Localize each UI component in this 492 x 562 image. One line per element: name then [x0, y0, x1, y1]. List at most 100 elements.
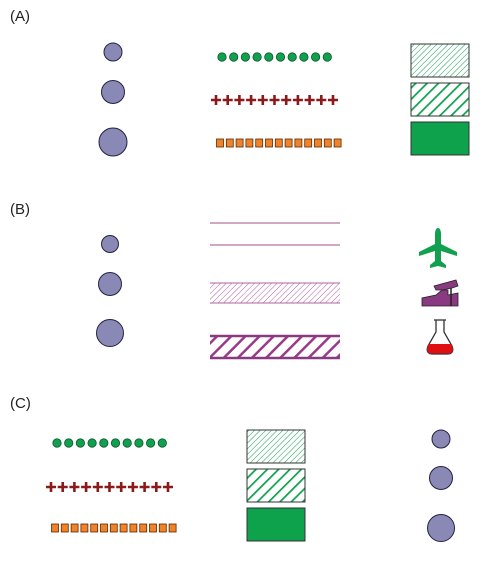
- orange-square-marker: [216, 138, 224, 148]
- green-dot-marker: [134, 438, 144, 448]
- circle-small: [101, 235, 119, 253]
- green-dot-marker: [110, 438, 121, 448]
- orange-square-marker: [90, 523, 99, 533]
- circle-medium: [429, 466, 453, 490]
- orange-square-marker: [284, 138, 293, 148]
- orange-square-marker: [119, 523, 128, 533]
- green-dot-marker: [122, 438, 132, 448]
- orange-square-marker: [139, 523, 148, 533]
- red-cross-marker: [281, 95, 292, 105]
- circle-large: [427, 514, 455, 542]
- orange-square-marker: [245, 138, 254, 148]
- orange-square-marker: [70, 523, 79, 533]
- section-b: [96, 222, 459, 360]
- orange-square-marker: [265, 138, 273, 148]
- orange-square-marker: [168, 523, 177, 533]
- green-dot-marker: [99, 438, 109, 448]
- red-cross-marker: [46, 482, 56, 492]
- flask-icon: [426, 319, 454, 355]
- red-cross-marker: [69, 482, 80, 492]
- green-dot-marker: [229, 52, 239, 62]
- red-cross-marker: [211, 95, 221, 105]
- green-dot-marker: [310, 52, 321, 62]
- red-cross-marker: [81, 482, 92, 492]
- green-dot-marker: [299, 52, 309, 62]
- green-dot-marker: [87, 438, 97, 448]
- aircraft-platform-icon: [421, 279, 459, 307]
- green-dot-marker: [64, 438, 74, 448]
- orange-square-marker: [333, 138, 342, 148]
- airplane-icon: [419, 228, 457, 268]
- orange-square-marker: [314, 138, 322, 148]
- red-cross-marker: [57, 482, 68, 492]
- section-label-c: (C): [10, 395, 31, 412]
- red-cross-marker: [246, 95, 257, 105]
- red-cross-marker: [139, 482, 150, 492]
- green-dot-marker: [146, 438, 156, 448]
- green-dot-marker: [75, 438, 86, 448]
- red-cross-marker: [328, 95, 338, 105]
- orange-square-marker: [80, 523, 89, 533]
- red-cross-marker: [316, 95, 327, 105]
- green-dot-marker: [322, 52, 332, 62]
- green-thick-hatch-swatch: [410, 82, 470, 117]
- red-cross-row: [46, 482, 173, 492]
- circle-medium: [101, 80, 125, 104]
- orange-square-marker: [255, 138, 264, 148]
- green-dot-marker: [275, 52, 286, 62]
- section-label-a: (A): [10, 8, 30, 25]
- orange-square-marker: [274, 138, 283, 148]
- red-cross-marker: [116, 482, 127, 492]
- red-cross-marker: [127, 482, 138, 492]
- section-label-b: (B): [10, 201, 30, 218]
- green-dot-marker: [287, 52, 297, 62]
- orange-square-marker: [235, 138, 244, 148]
- purple-thick-hatch-band: [210, 334, 340, 360]
- orange-square-marker: [60, 523, 69, 533]
- red-cross-marker: [151, 482, 162, 492]
- green-dot-marker: [240, 52, 250, 62]
- orange-square-marker: [294, 138, 303, 148]
- red-cross-marker: [257, 95, 268, 105]
- orange-square-marker: [149, 523, 157, 533]
- orange-square-row: [216, 138, 342, 148]
- green-solid-swatch: [410, 121, 470, 156]
- circle-large: [96, 319, 124, 347]
- orange-square-marker: [304, 138, 313, 148]
- circle-large: [98, 127, 128, 157]
- orange-square-marker: [109, 523, 118, 533]
- red-cross-marker: [304, 95, 315, 105]
- green-dot-row: [217, 52, 332, 62]
- orange-square-row: [51, 523, 177, 533]
- circle-medium: [98, 272, 122, 296]
- circle-small: [431, 429, 451, 449]
- purple-thin-hatch-band: [210, 282, 340, 304]
- orange-square-marker: [323, 138, 332, 148]
- green-thin-hatch-swatch: [410, 43, 470, 78]
- red-cross-row: [211, 95, 338, 105]
- green-dot-marker: [157, 438, 167, 448]
- circle-small: [103, 42, 123, 62]
- red-cross-marker: [163, 482, 173, 492]
- red-cross-marker: [269, 95, 280, 105]
- green-thin-hatch-swatch: [246, 429, 306, 464]
- green-dot-marker: [52, 438, 62, 448]
- section-c: [46, 429, 455, 542]
- section-a: [98, 42, 470, 157]
- green-dot-marker: [264, 52, 274, 62]
- red-cross-marker: [292, 95, 303, 105]
- red-cross-marker: [234, 95, 245, 105]
- green-solid-swatch: [246, 507, 306, 542]
- green-dot-row: [52, 438, 167, 448]
- red-cross-marker: [104, 482, 115, 492]
- orange-square-marker: [225, 138, 234, 148]
- green-dot-marker: [217, 52, 227, 62]
- red-cross-marker: [222, 95, 233, 105]
- orange-square-marker: [158, 523, 167, 533]
- orange-square-marker: [51, 523, 59, 533]
- orange-square-marker: [100, 523, 108, 533]
- green-thick-hatch-swatch: [246, 468, 306, 503]
- red-cross-marker: [92, 482, 103, 492]
- green-dot-marker: [252, 52, 262, 62]
